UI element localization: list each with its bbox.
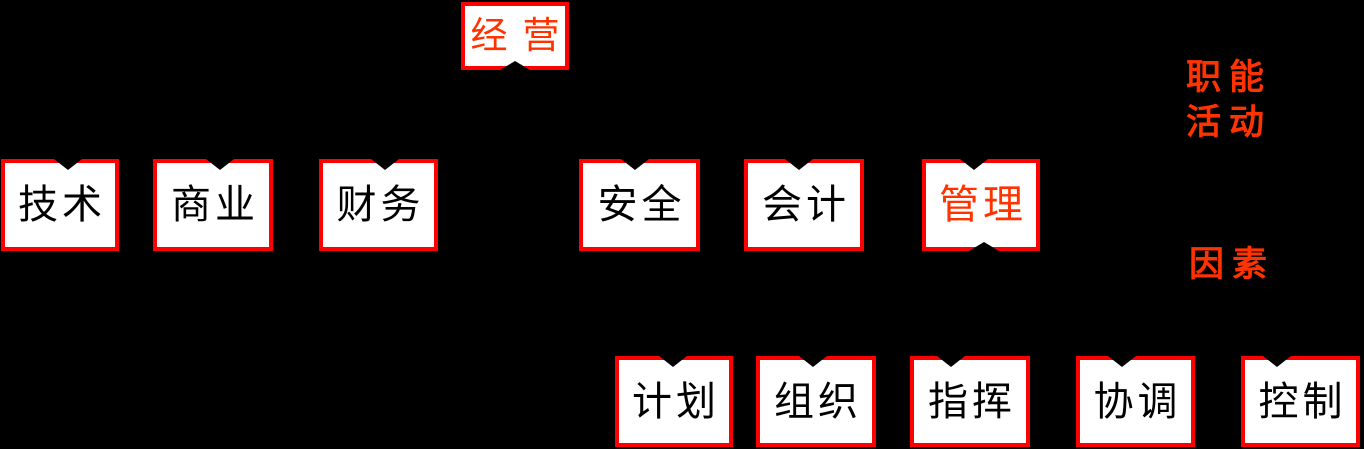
functions-annotation: 职能 活动 [1186,55,1272,145]
arrowhead-icon [937,356,965,367]
node-management: 管理 [922,159,1040,251]
node-label: 技术 [18,182,106,227]
node-label: 协调 [1093,378,1182,424]
node-label: 管理 [939,182,1027,227]
node-commanding: 指挥 [910,356,1030,447]
node-security: 安全 [579,159,700,251]
arrowhead-icon [659,356,687,367]
node-commerce: 商业 [153,159,273,251]
arrow-start-icon [500,61,530,70]
node-label: 会计 [762,182,850,227]
arrowhead-icon [371,159,399,170]
node-label: 控制 [1258,378,1347,424]
arrowhead-icon [1263,356,1291,367]
node-label: 安全 [597,182,686,227]
node-organizing: 组织 [756,356,876,447]
arrowhead-icon [960,159,988,170]
arrowhead-icon [206,159,234,170]
node-coordinating: 协调 [1076,356,1195,447]
arrow-start-icon [969,242,999,251]
node-operation: 经营 [461,2,569,70]
node-label: 商业 [171,182,259,227]
node-label: 经营 [470,15,575,57]
arrowhead-icon [1108,356,1136,367]
functions-annotation-line2: 活动 [1186,103,1273,142]
arrowhead-icon [799,356,827,367]
node-label: 财务 [336,182,425,227]
arrowhead-icon [54,159,82,170]
arrowhead-icon [621,159,649,170]
node-planning: 计划 [615,356,733,447]
node-controlling: 控制 [1241,356,1360,447]
functions-annotation-line1: 职能 [1186,58,1273,97]
node-accounting: 会计 [744,159,864,251]
node-label: 指挥 [928,378,1016,424]
node-label: 组织 [774,378,862,424]
node-finance: 财务 [319,159,438,251]
node-label: 计划 [632,378,720,424]
node-technology: 技术 [1,159,119,251]
arrowhead-icon [785,159,813,170]
elements-annotation: 因素 [1189,245,1276,284]
